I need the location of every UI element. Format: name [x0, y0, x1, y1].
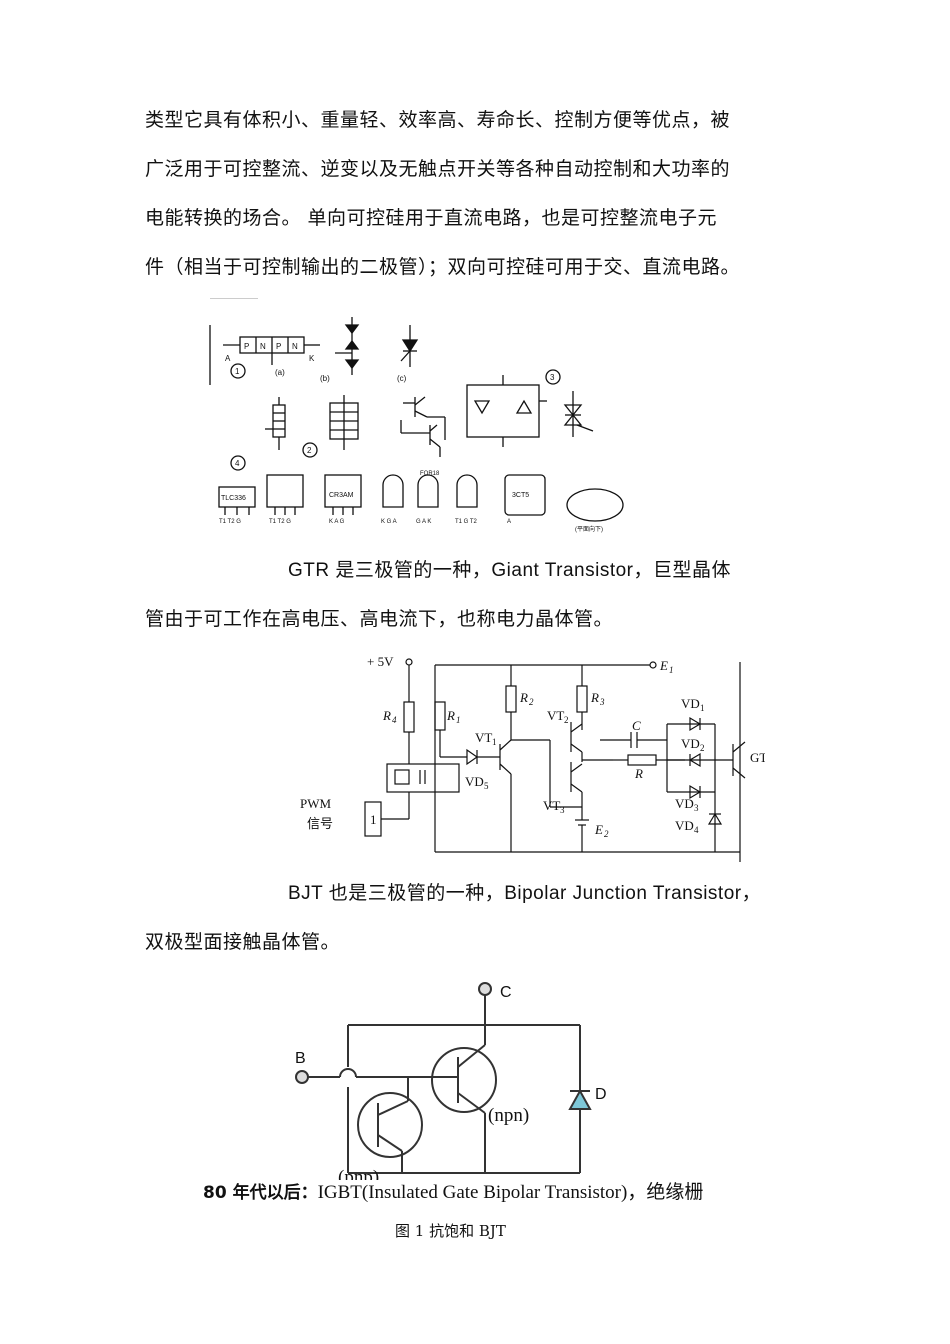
text-line: 类型它具有体积小、重量轻、效率高、寿命长、控制方便等优点，被 [145, 109, 731, 131]
base-label: B [295, 1050, 306, 1067]
svg-text:(平面向下): (平面向下) [575, 525, 603, 533]
svg-text:1: 1 [669, 665, 674, 675]
svg-text:3: 3 [560, 805, 565, 815]
svg-text:VT: VT [547, 708, 564, 723]
svg-text:P: P [276, 342, 281, 351]
svg-text:R: R [519, 690, 528, 705]
figure-thyristor: A P N P N K (a) (b) (c) 1 2 3 4 TLC336 C… [205, 305, 625, 535]
svg-text:2: 2 [700, 743, 705, 753]
svg-text:R: R [634, 766, 643, 781]
svg-text:P: P [244, 342, 249, 351]
svg-text:TLC336: TLC336 [221, 495, 246, 502]
svg-text:3: 3 [599, 697, 605, 707]
svg-text:K A G: K A G [329, 519, 345, 525]
svg-text:E: E [659, 658, 668, 673]
bjt-antisaturation-diagram: C B D (npn) (pnp) [295, 982, 607, 1180]
svg-text:CR3AM: CR3AM [329, 492, 354, 499]
text-line: BJT 也是三极管的一种，Bipolar Junction Transistor… [288, 883, 762, 904]
svg-text:VT: VT [475, 730, 492, 745]
svg-text:K G A: K G A [381, 519, 397, 525]
svg-text:4: 4 [235, 459, 240, 468]
supply-label: + 5V [367, 654, 394, 669]
svg-text:VD: VD [465, 774, 484, 789]
svg-text:FOR18: FOR18 [420, 471, 440, 477]
bold-prefix: 80 年代以后： [203, 1183, 318, 1203]
paragraph-intro: 类型它具有体积小、重量轻、效率高、寿命长、控制方便等优点，被 广泛用于可控整流、… [145, 96, 810, 292]
svg-text:(a): (a) [275, 368, 285, 377]
svg-text:T1 T2 G: T1 T2 G [219, 519, 241, 525]
text-line: 电能转换的场合。 单向可控硅用于直流电路，也是可控整流电子元 [145, 207, 718, 229]
divider [210, 298, 258, 299]
svg-text:VD: VD [681, 736, 700, 751]
svg-text:2: 2 [604, 829, 609, 839]
svg-text:K: K [309, 354, 315, 363]
igbt-text-line: 80 年代以后：IGBT(Insulated Gate Bipolar Tran… [203, 1177, 703, 1204]
svg-text:1: 1 [492, 737, 497, 747]
svg-text:A: A [507, 519, 511, 525]
svg-text:GTR: GTR [750, 750, 765, 765]
terminal-label: A [225, 354, 231, 363]
svg-text:R: R [446, 708, 455, 723]
text-line: 广泛用于可控整流、逆变以及无触点开关等各种自动控制和大功率的 [145, 158, 731, 180]
svg-text:E: E [594, 822, 603, 837]
collector-label: C [500, 984, 512, 1001]
svg-text:3: 3 [550, 373, 555, 382]
svg-text:3: 3 [694, 803, 699, 813]
svg-text:(b): (b) [320, 374, 330, 383]
svg-text:5: 5 [484, 781, 489, 791]
svg-text:VD: VD [675, 796, 694, 811]
svg-text:(c): (c) [397, 374, 407, 383]
svg-text:3CT5: 3CT5 [512, 492, 529, 499]
svg-text:R: R [382, 708, 391, 723]
svg-text:R: R [590, 690, 599, 705]
svg-text:VT: VT [543, 798, 560, 813]
igbt-text: IGBT(Insulated Gate Bipolar Transistor)，… [317, 1182, 704, 1203]
paragraph-bjt: BJT 也是三极管的一种，Bipolar Junction Transistor… [145, 869, 810, 967]
svg-text:N: N [260, 342, 266, 351]
paragraph-gtr: GTR 是三极管的一种，Giant Transistor，巨型晶体 管由于可工作… [145, 546, 810, 644]
svg-text:2: 2 [564, 715, 569, 725]
diode-label: D [595, 1086, 607, 1103]
svg-text:VD: VD [681, 696, 700, 711]
svg-text:T1 G T2: T1 G T2 [455, 519, 478, 525]
figure-caption: 图 1 抗饱和 BJT [395, 1222, 506, 1240]
svg-text:VD: VD [675, 818, 694, 833]
svg-text:C: C [632, 718, 641, 733]
svg-text:4: 4 [694, 825, 699, 835]
npn-label: (npn) [488, 1105, 529, 1126]
svg-text:1: 1 [700, 703, 705, 713]
svg-text:G A K: G A K [416, 519, 431, 525]
text-line: 管由于可工作在高电压、高电流下，也称电力晶体管。 [145, 608, 614, 630]
svg-text:1: 1 [235, 367, 240, 376]
text-line: GTR 是三极管的一种，Giant Transistor，巨型晶体 [288, 560, 731, 581]
svg-text:4: 4 [392, 715, 397, 725]
svg-text:2: 2 [307, 446, 312, 455]
svg-text:1: 1 [370, 812, 377, 827]
text-line: 件（相当于可控制输出的二极管）；双向可控硅可用于交、直流电路。 [145, 256, 741, 278]
figure-bjt: C B D (npn) (pnp) [290, 975, 640, 1180]
text-line: 双极型面接触晶体管。 [145, 931, 341, 953]
svg-text:PWM: PWM [300, 796, 332, 811]
pnp-label: (pnp) [338, 1167, 379, 1180]
gtr-circuit-diagram: + 5V E1 R4 R1 R2 R3 C R E2 VT1 VT2 VT3 V… [300, 654, 765, 862]
thyristor-diagram: A P N P N K (a) (b) (c) 1 2 3 4 TLC336 C… [209, 317, 624, 533]
svg-text:N: N [292, 342, 298, 351]
svg-text:T1 T2 G: T1 T2 G [269, 519, 291, 525]
svg-text:信号: 信号 [307, 816, 333, 831]
svg-text:2: 2 [529, 697, 534, 707]
svg-text:1: 1 [456, 715, 461, 725]
